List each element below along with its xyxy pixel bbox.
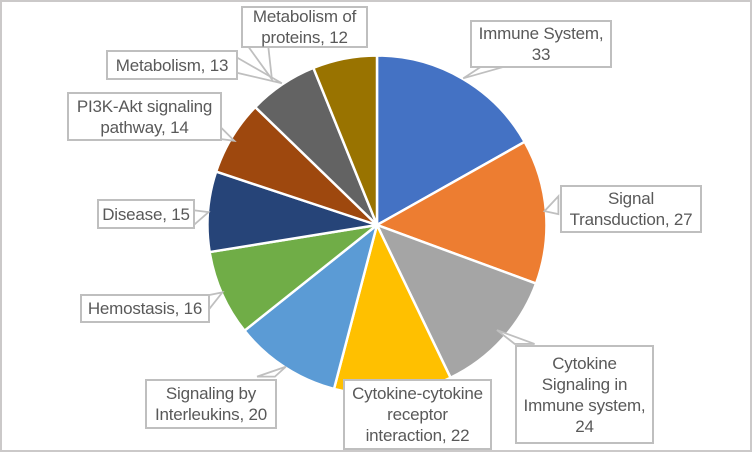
- data-label-hemostasis: Hemostasis, 16: [80, 294, 210, 323]
- callout-tail-signal-transduction: [542, 194, 560, 216]
- data-label-line: PI3K-Akt signaling: [76, 96, 213, 116]
- data-label-line: Signaling in: [541, 374, 628, 394]
- data-label-line: Cytokine-cytokine: [352, 384, 483, 403]
- data-label-line: Metabolism, 13: [115, 55, 229, 75]
- data-label-cytokine-cytokine-receptor-interaction: Cytokine-cytokine receptor interaction, 22: [343, 379, 492, 450]
- data-label-line: interaction, 22: [365, 426, 470, 445]
- data-label-signaling-by-interleukins: Signaling by Interleukins, 20: [145, 379, 277, 429]
- callout-tail-signaling-by-interleukins: [256, 365, 287, 378]
- pie-slice-metabolism-of-proteins[interactable]: [312, 54, 379, 227]
- data-label-line: Transduction, 27: [569, 210, 693, 229]
- data-label-line: Cytokine: [552, 353, 617, 373]
- data-label-line: Immune System,: [478, 24, 604, 43]
- data-label-line: Immune system,: [523, 395, 646, 415]
- pie-slice-immune-system[interactable]: [375, 54, 526, 227]
- pie-slices: [206, 54, 548, 396]
- data-label-line: pathway, 14: [100, 117, 189, 137]
- data-label-disease: Disease, 15: [97, 199, 195, 229]
- data-label-line: Metabolism of: [252, 7, 357, 26]
- pie-slice-cytokine-signaling-in-immune-system[interactable]: [375, 223, 538, 379]
- data-label-line: 24: [575, 416, 594, 436]
- callout-tail-cytokine-signaling-in-immune-system: [496, 329, 535, 345]
- callout-tail-disease: [191, 209, 211, 228]
- data-label-metabolism-of-proteins: Metabolism of proteins, 12: [241, 6, 368, 48]
- data-label-line: Signal: [607, 189, 655, 208]
- data-label-line: proteins, 12: [261, 28, 348, 47]
- data-label-line: Signaling by: [165, 384, 257, 403]
- data-label-line: Interleukins, 20: [154, 405, 268, 424]
- data-label-immune-system: Immune System, 33: [470, 20, 612, 68]
- data-label-line: receptor: [387, 405, 448, 424]
- data-label-line: Disease, 15: [102, 204, 190, 224]
- callout-leader-lines: [191, 42, 560, 378]
- data-label-metabolism: Metabolism, 13: [106, 50, 238, 80]
- data-label-line: 33: [531, 45, 551, 64]
- data-label-line: Hemostasis, 16: [87, 299, 203, 318]
